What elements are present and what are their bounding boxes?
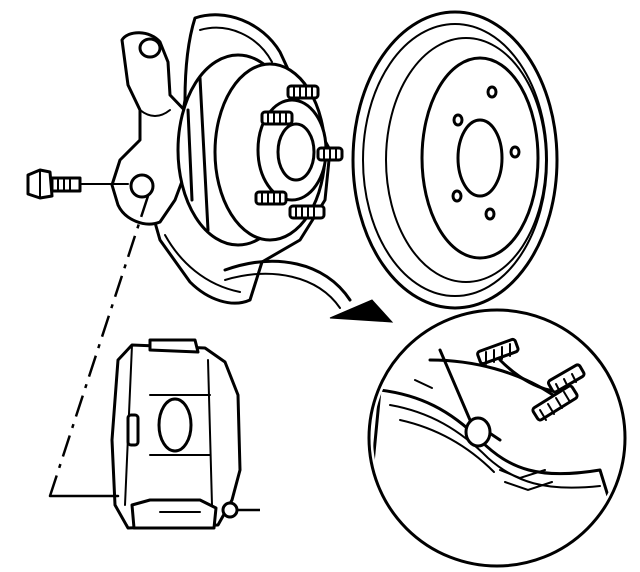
detail-stud [476, 337, 520, 366]
detail-hub-bore [464, 416, 492, 448]
wheel-stud [254, 190, 288, 206]
caliper-mounting-bolt [26, 168, 129, 200]
detail-stud [531, 384, 579, 422]
wheel-stud [260, 110, 294, 126]
wheel-stud [288, 204, 326, 220]
guide-line-bolt [48, 195, 150, 497]
detail-stud [547, 363, 586, 394]
rotor-lug-hole [452, 113, 464, 127]
rotor-lug-hole [451, 189, 463, 203]
detail-view [367, 308, 627, 568]
knuckle-caliper-mount-hole [129, 173, 155, 199]
rotor-center-hole [456, 118, 504, 198]
caliper-bottom-bracket [130, 498, 218, 530]
rotor-lug-hole [486, 85, 498, 99]
brake-rotor [351, 10, 559, 310]
hub-center-bore [276, 122, 316, 182]
detail-arrow [223, 259, 394, 323]
caliper-top-tab [148, 338, 200, 354]
rotor-lug-hole [509, 145, 521, 159]
steering-knuckle [110, 31, 194, 226]
knuckle-upper-bore [138, 37, 162, 59]
caliper-bolt-hole [221, 501, 239, 519]
leader-lines [48, 195, 268, 512]
wheel-stud [316, 146, 344, 162]
caliper-piston-housing [157, 397, 193, 453]
brake-caliper [110, 338, 242, 530]
bolt-shank [50, 176, 82, 193]
wheel-stud [286, 84, 320, 100]
rotor-lug-hole [484, 207, 496, 221]
caliper-slot [126, 413, 140, 447]
wheel-studs [254, 84, 344, 220]
